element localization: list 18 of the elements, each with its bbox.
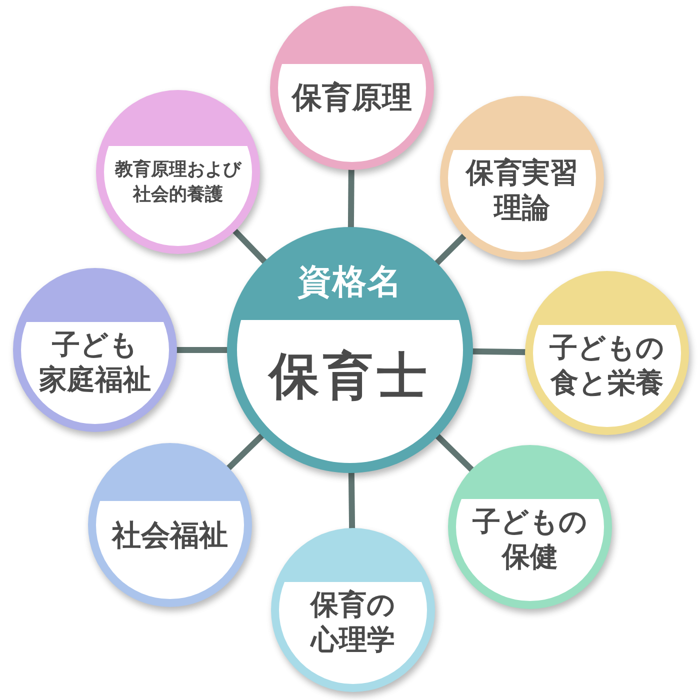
connector-line [348, 168, 354, 230]
subject-label: 子どもの食と栄養 [550, 330, 664, 400]
connector-line [231, 227, 268, 266]
connector-line [225, 432, 266, 472]
subject-label: 社会福祉 [112, 516, 228, 554]
qualification-title: 保育士 [269, 346, 431, 407]
subject-label: 教育原理および社会的養護 [115, 158, 241, 207]
connector-line [434, 432, 476, 474]
connector-line [470, 348, 528, 356]
subject-label: 保育の心理学 [310, 587, 396, 657]
connector-line [175, 347, 229, 353]
subject-label: 子ども家庭福祉 [39, 327, 151, 397]
subject-label: 保育原理 [292, 79, 412, 117]
category-heading: 資格名 [298, 260, 402, 304]
connector-line [348, 470, 356, 530]
subject-label: 保育実習理論 [466, 155, 578, 225]
subject-label: 子どもの保健 [472, 504, 588, 574]
connector-line [433, 232, 468, 267]
